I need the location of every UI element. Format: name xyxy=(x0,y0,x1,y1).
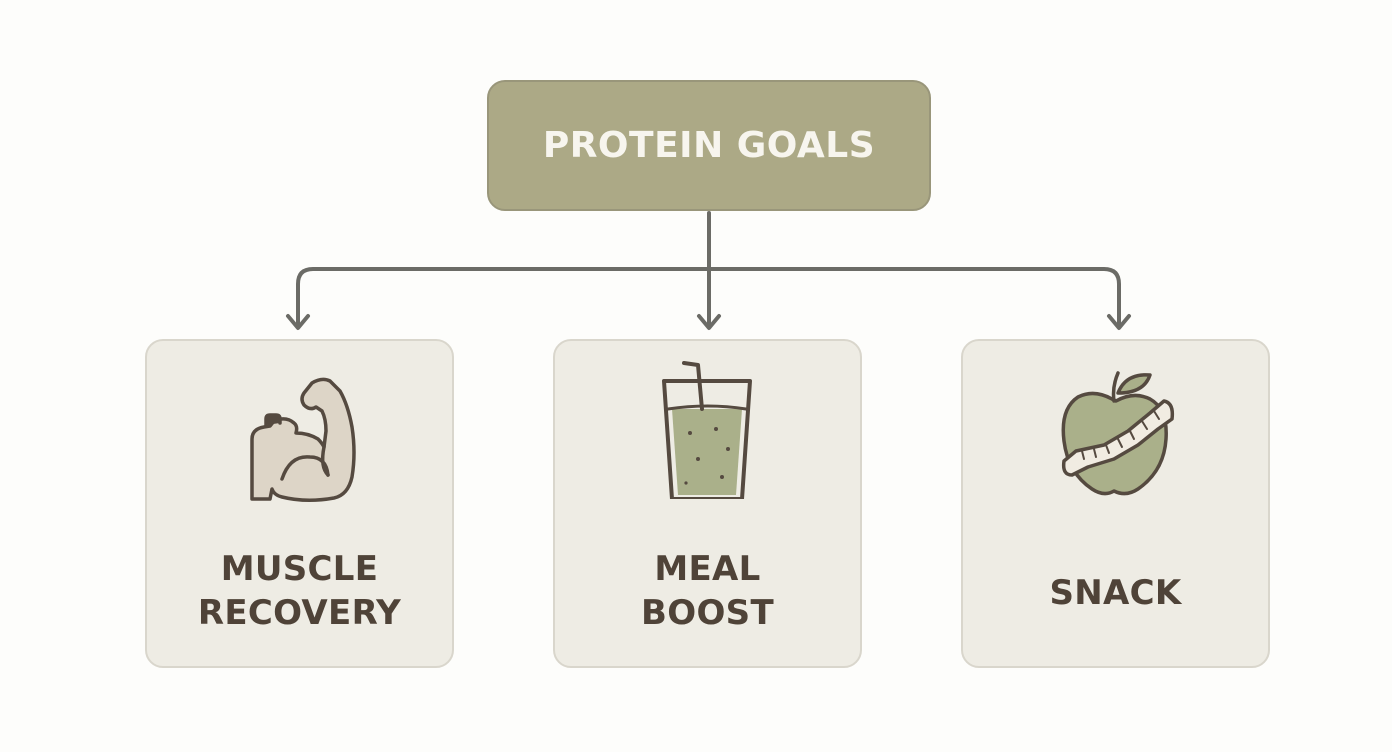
arrowhead-left xyxy=(286,314,310,330)
arrowhead-right xyxy=(1107,314,1131,330)
label-line-1: SNACK xyxy=(1049,573,1182,613)
drink-glass-icon xyxy=(638,359,778,499)
protein-goals-node: PROTEIN GOALS xyxy=(487,80,931,211)
label-line-1: MEAL xyxy=(654,549,761,589)
label-line-2: RECOVERY xyxy=(197,593,402,633)
label-line-2: BOOST xyxy=(641,593,774,633)
snack-card: SNACK xyxy=(961,339,1270,668)
protein-goals-label: PROTEIN GOALS xyxy=(542,125,876,166)
meal-boost-card: MEAL BOOST xyxy=(553,339,862,668)
muscle-recovery-card: MUSCLE RECOVERY xyxy=(145,339,454,668)
snack-label: SNACK xyxy=(963,571,1268,615)
meal-boost-label: MEAL BOOST xyxy=(555,547,860,635)
apple-measuring-tape-icon xyxy=(1046,363,1186,503)
label-line-1: MUSCLE xyxy=(220,549,379,589)
muscle-recovery-label: MUSCLE RECOVERY xyxy=(147,547,452,635)
arrowhead-center xyxy=(697,314,721,330)
flexed-arm-icon xyxy=(230,371,370,511)
branch-line xyxy=(296,267,1121,329)
